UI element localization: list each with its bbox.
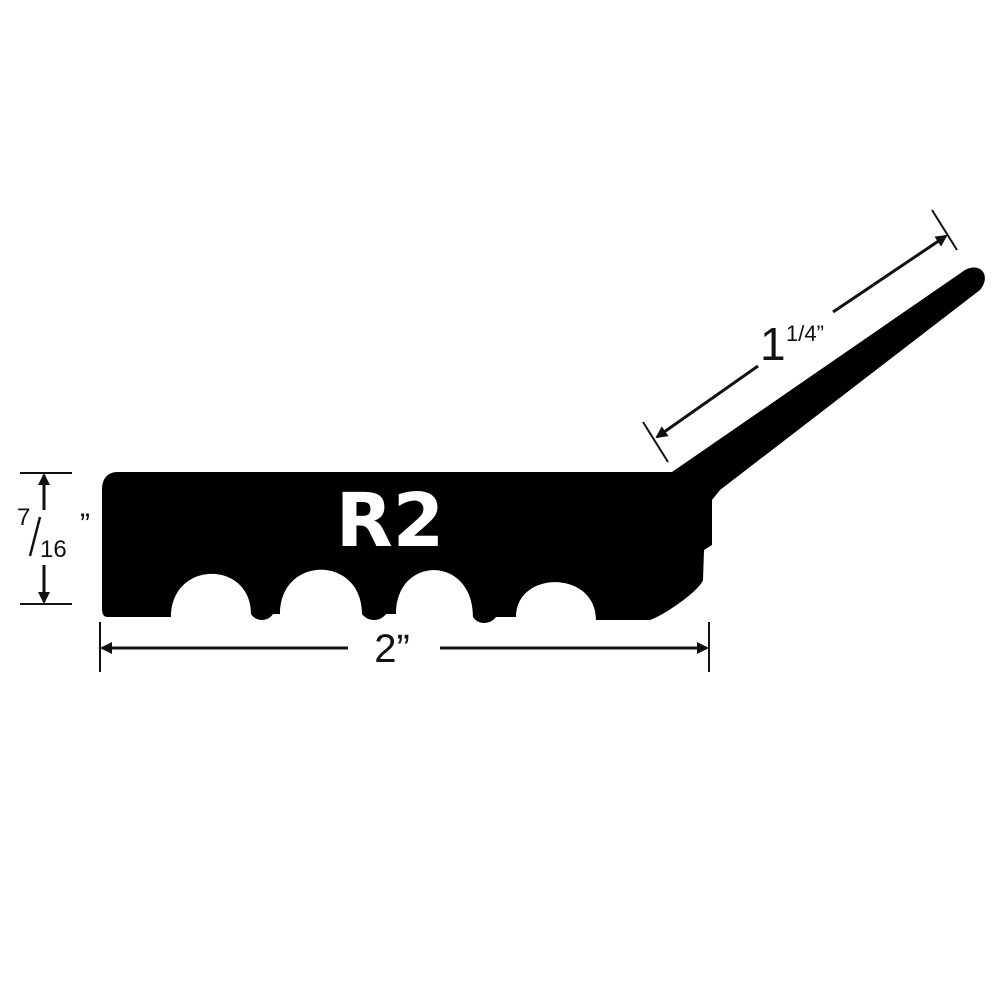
width-dimension-text: 2” [374, 627, 410, 671]
width-dimension: 2” [99, 622, 710, 672]
flap-extension-lower [642, 421, 669, 463]
height-unit: ” [80, 508, 90, 541]
flap-dimension-whole: 1 [760, 318, 786, 370]
profile-label: R2 [336, 478, 444, 564]
flap-dimension: 1 1/4” [642, 209, 958, 463]
profile-shape [102, 267, 985, 623]
flap-extension-upper [931, 209, 958, 251]
height-numerator: 7 [17, 504, 30, 531]
height-fraction-slash [28, 516, 42, 557]
flap-dimension-fraction: 1/4” [786, 321, 824, 346]
flap-arrow-upper [832, 234, 948, 314]
height-denominator: 16 [40, 536, 67, 563]
height-dimension: 7 16 ” [17, 472, 90, 605]
flap-arrow-lower [655, 364, 759, 439]
